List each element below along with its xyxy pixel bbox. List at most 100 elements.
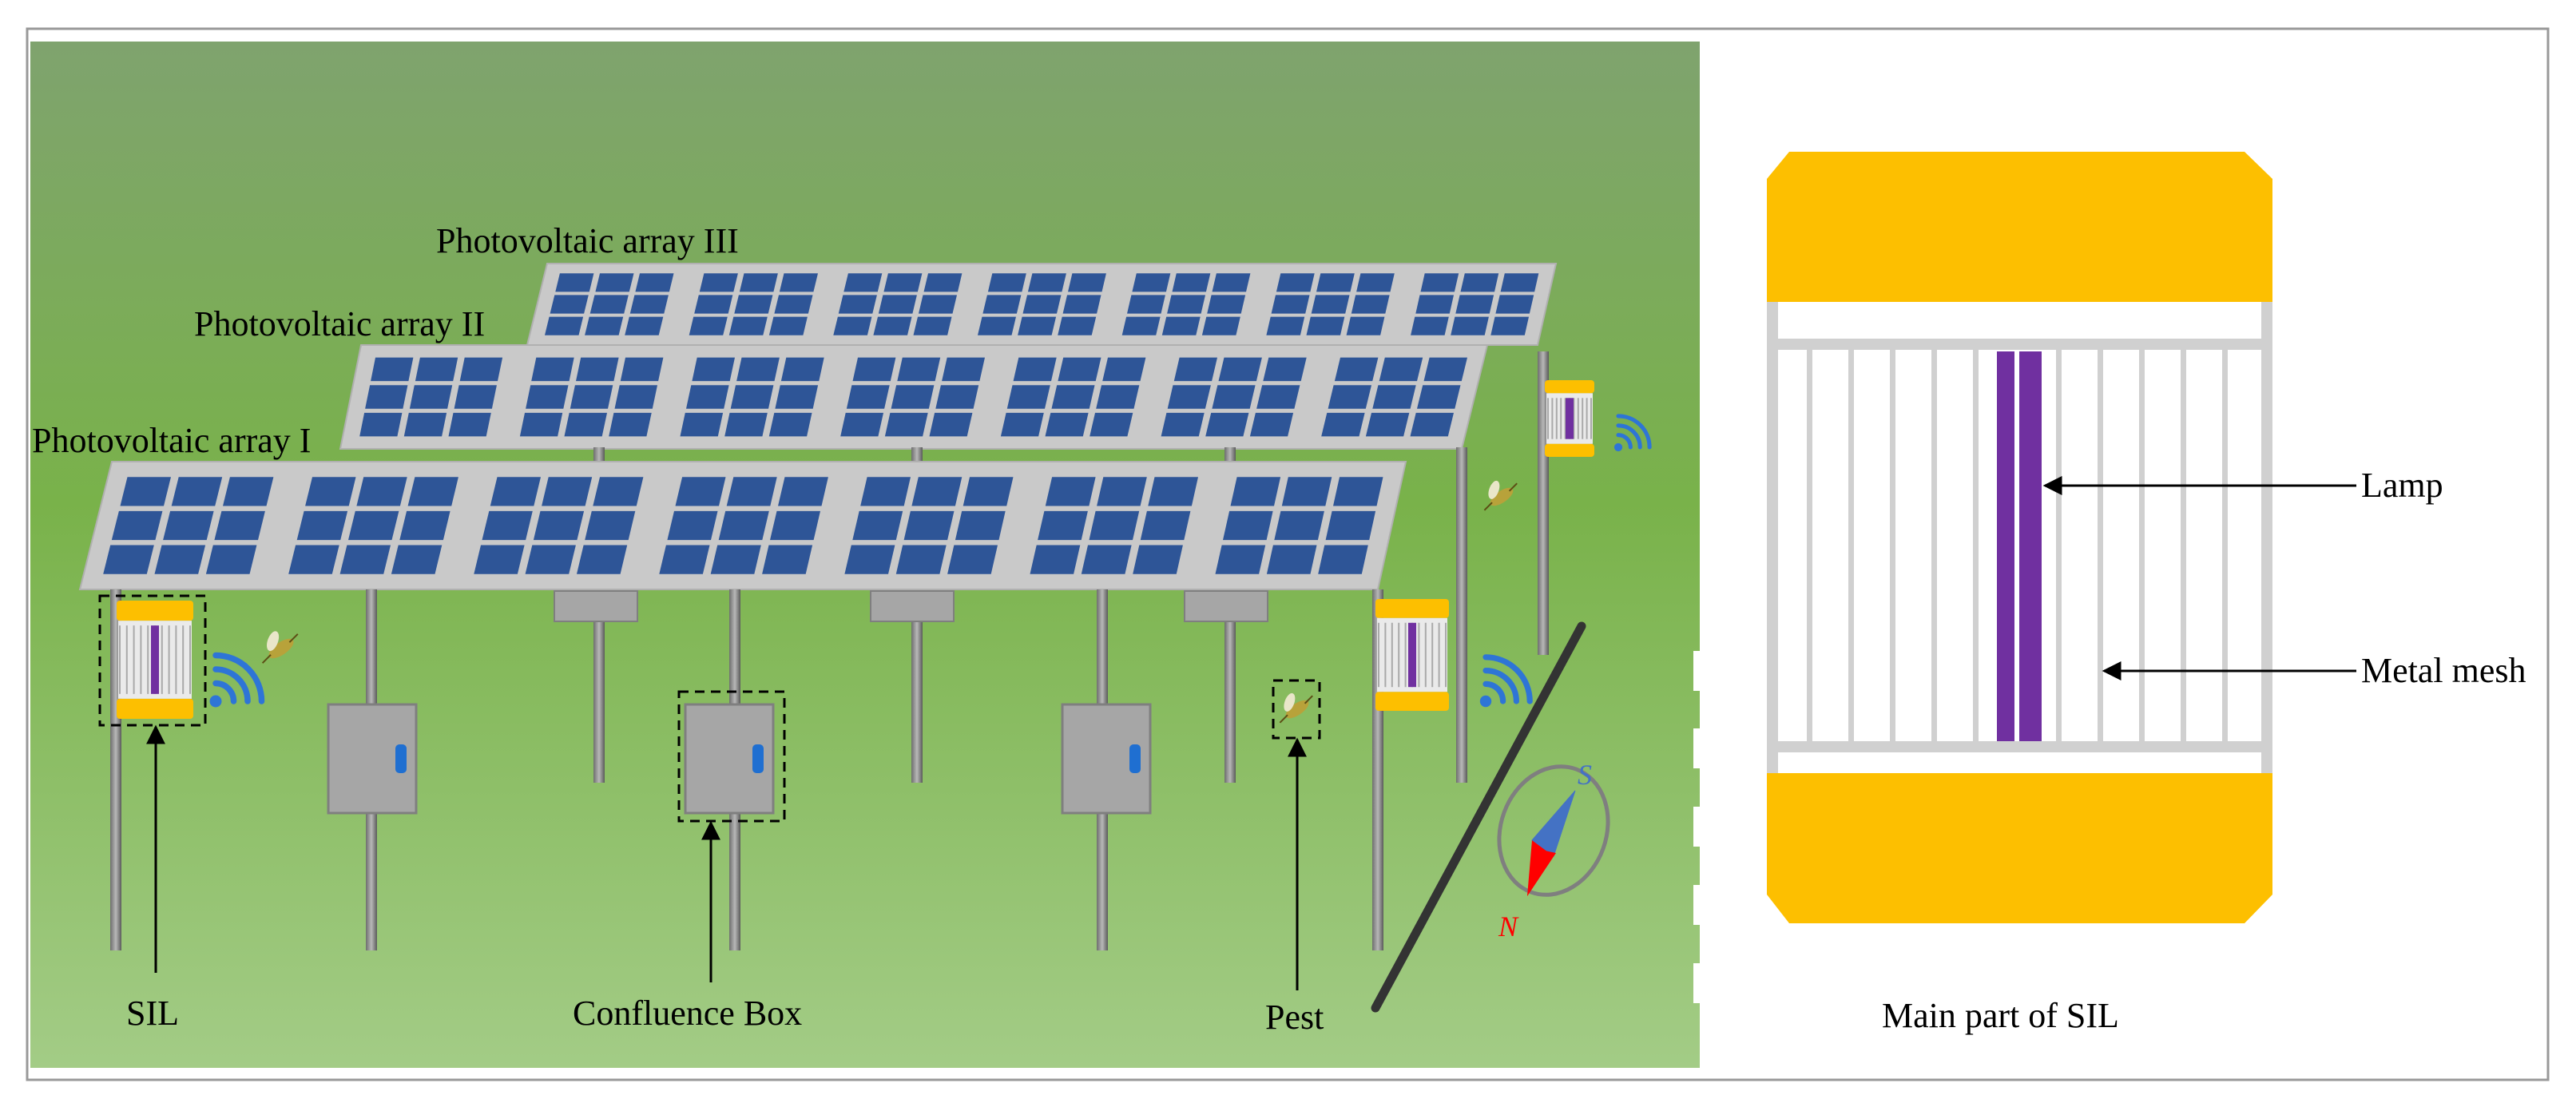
- solar-cell: [1365, 412, 1410, 437]
- solar-cell: [873, 316, 912, 335]
- pest-leg: [261, 654, 272, 664]
- wifi-icon: [1613, 414, 1652, 452]
- field-edge-notches: [1693, 651, 1705, 1003]
- solar-cell: [614, 385, 657, 409]
- support-poles-rear: [1538, 351, 1549, 655]
- solar-cell: [911, 477, 963, 506]
- solar-cell: [564, 412, 607, 437]
- solar-cell: [680, 412, 724, 437]
- solar-cell: [775, 385, 819, 409]
- outer-border: [26, 27, 2550, 1081]
- solar-cell: [171, 477, 223, 506]
- solar-cell: [111, 510, 163, 541]
- wifi-dot: [1479, 695, 1492, 708]
- wifi-arc: [1616, 433, 1633, 450]
- support-pole: [1538, 351, 1549, 655]
- solar-cell: [736, 357, 780, 382]
- solar-cell: [1081, 545, 1132, 574]
- detail-arrows: [2042, 476, 2356, 680]
- solar-cell: [1417, 385, 1461, 409]
- solar-cell: [1420, 273, 1459, 292]
- solar-cell: [840, 412, 883, 437]
- solar-cell: [545, 316, 584, 335]
- solar-cell: [942, 357, 985, 382]
- solar-cell: [1495, 295, 1534, 314]
- solar-cell: [1121, 316, 1161, 335]
- solar-cell: [710, 545, 761, 574]
- solar-cell: [348, 510, 399, 541]
- solar-cell: [891, 385, 935, 409]
- sil-label: SIL: [126, 994, 179, 1033]
- solar-cell: [689, 316, 728, 335]
- solar-cell: [1140, 510, 1191, 541]
- pest-body: [1285, 700, 1309, 719]
- wifi-arc: [1482, 668, 1519, 704]
- solar-cell: [570, 385, 613, 409]
- mesh-bar: [2139, 350, 2145, 741]
- solar-cell: [454, 385, 497, 409]
- solar-cell: [1411, 316, 1449, 335]
- solar-cell: [734, 295, 773, 314]
- wifi-arc: [1616, 414, 1652, 450]
- solar-cell: [1212, 385, 1256, 409]
- solar-cell: [929, 412, 973, 437]
- solar-cell: [223, 477, 274, 506]
- cross-beam: [554, 590, 638, 622]
- solar-cell: [474, 545, 525, 574]
- solar-cell: [585, 510, 636, 541]
- confluence-box-label: Confluence Box: [573, 994, 802, 1033]
- wifi-arc: [212, 680, 237, 704]
- solar-cell: [768, 316, 808, 335]
- solar-cell: [1051, 385, 1095, 409]
- pest-antenna: [288, 633, 299, 643]
- sil-unit-bottom-cap: [117, 698, 193, 719]
- sil-unit: [1545, 380, 1594, 457]
- solar-cell: [1490, 316, 1529, 335]
- solar-cell: [415, 357, 458, 382]
- solar-cell: [1096, 385, 1140, 409]
- sil-unit-lamp: [1408, 622, 1416, 688]
- mesh-bar: [1931, 350, 1937, 741]
- main-part-label: Main part of SIL: [1882, 996, 2119, 1035]
- solar-cell: [963, 477, 1014, 506]
- solar-cell: [659, 545, 710, 574]
- solar-cell: [1263, 357, 1307, 382]
- cross-beam: [870, 590, 955, 622]
- solar-cell: [205, 545, 257, 574]
- confluence-box: [1061, 703, 1152, 815]
- solar-cell: [860, 477, 911, 506]
- solar-cell: [1256, 385, 1300, 409]
- sil-unit-lamp: [1566, 398, 1574, 439]
- mesh-bar: [2222, 350, 2228, 741]
- solar-cell: [629, 295, 669, 314]
- sil-units: [117, 380, 1652, 724]
- solar-cell: [1045, 412, 1089, 437]
- solar-cell: [1500, 273, 1539, 292]
- solar-cell: [1148, 477, 1198, 506]
- solar-cell: [846, 385, 890, 409]
- solar-cell: [296, 510, 348, 541]
- confluence-box: [684, 703, 775, 815]
- sil-unit-top-cap: [1545, 380, 1594, 394]
- solar-cell: [1460, 273, 1499, 292]
- wifi-icon: [1479, 654, 1533, 708]
- solar-cell: [1173, 357, 1217, 382]
- wifi-arc: [212, 666, 251, 704]
- solar-cell: [1022, 295, 1062, 314]
- solar-cell: [1321, 412, 1365, 437]
- solar-cell: [214, 510, 265, 541]
- mesh-bar: [2098, 350, 2103, 741]
- sil-unit-bottom-cap: [1375, 692, 1449, 711]
- wifi-arc: [212, 652, 265, 704]
- solar-cell: [768, 412, 812, 437]
- solar-cell: [585, 316, 624, 335]
- solar-cell: [1379, 357, 1423, 382]
- cross-beam: [1184, 590, 1268, 622]
- pest-label: Pest: [1265, 998, 1324, 1037]
- sil-lamp-tube-right: [2019, 351, 2042, 741]
- solar-cell: [718, 510, 769, 541]
- confluence-box-handle: [1129, 744, 1141, 773]
- pest-wing: [1284, 692, 1296, 712]
- solar-cell: [550, 295, 589, 314]
- pest-insect-icon: [1279, 692, 1313, 724]
